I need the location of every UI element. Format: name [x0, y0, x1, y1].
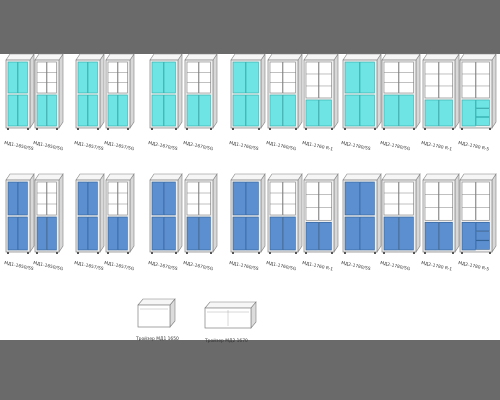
- cabinet-2-10: [342, 173, 382, 254]
- cabinet-label-1-1: МД1-1650/SS: [4, 140, 35, 152]
- cabinet-2-4: [105, 173, 135, 254]
- cabinet-1-1: [5, 53, 35, 130]
- cabinet-label-1-9: МД1-1760 R-1: [302, 140, 334, 152]
- cabinet-2-11: [381, 173, 421, 254]
- cabinet-1-11: [381, 53, 421, 130]
- chest-1: [137, 298, 176, 328]
- cabinet-label-1-11: МД2-1780/SG: [380, 140, 412, 152]
- cabinet-label-1-2: МД1-1650/SG: [33, 140, 65, 152]
- cabinet-2-1: [5, 173, 35, 254]
- chest-2: [204, 301, 257, 329]
- cabinet-label-2-10: МД2-1780/SS: [341, 260, 372, 272]
- chest-label-1: Тройзер МД1 1650: [135, 335, 179, 342]
- cabinet-1-8: [267, 53, 303, 130]
- cabinet-label-1-7: МД1-1760/SS: [229, 140, 260, 152]
- cabinet-label-2-3: МД1-1657/SS: [74, 260, 105, 272]
- cabinet-label-1-8: МД1-1760/SG: [266, 140, 298, 152]
- cabinet-label-2-5: МД2-1670/SS: [148, 260, 179, 272]
- cabinet-label-1-4: МД1-1657/SG: [104, 140, 136, 152]
- cabinet-2-13: [459, 173, 497, 254]
- cabinet-label-1-5: МД2-1670/SS: [148, 140, 179, 152]
- cabinet-1-5: [149, 53, 183, 130]
- cabinet-1-4: [105, 53, 135, 130]
- cabinet-label-2-11: МД2-1780/SG: [380, 260, 412, 272]
- cabinet-1-10: [342, 53, 382, 130]
- bottom-gray-band: [0, 340, 500, 400]
- cabinet-2-12: [422, 173, 460, 254]
- cabinet-label-1-13: МД2-1780 R-5: [458, 140, 490, 152]
- cabinet-1-7: [230, 53, 266, 130]
- cabinet-label-2-6: МД2-1670/SG: [183, 260, 215, 272]
- cabinet-1-3: [75, 53, 105, 130]
- cabinet-2-7: [230, 173, 266, 254]
- cabinet-label-2-7: МД1-1760/SS: [229, 260, 260, 272]
- cabinet-label-1-12: МД2-1780 R-1: [421, 140, 453, 152]
- cabinet-label-2-12: МД2-1780 R-1: [421, 260, 453, 272]
- cabinet-2-8: [267, 173, 303, 254]
- cabinet-label-2-2: МД1-1650/SG: [33, 260, 65, 272]
- cabinet-label-2-4: МД1-1657/SG: [104, 260, 136, 272]
- cabinet-1-6: [184, 53, 218, 130]
- cabinet-label-1-3: МД1-1657/SS: [74, 140, 105, 152]
- cabinet-label-2-13: МД2-1780 R-5: [458, 260, 490, 272]
- cabinet-2-5: [149, 173, 183, 254]
- cabinet-label-2-9: МД1-1760 R-1: [302, 260, 334, 272]
- cabinet-2-6: [184, 173, 218, 254]
- cabinet-1-13: [459, 53, 497, 130]
- cabinet-1-9: [303, 53, 339, 130]
- chest-label-2: Тройзер МД2 1670: [204, 337, 248, 344]
- cabinet-label-1-10: МД2-1780/SS: [341, 140, 372, 152]
- cabinet-1-12: [422, 53, 460, 130]
- cabinet-2-9: [303, 173, 339, 254]
- cabinet-label-2-1: МД1-1650/SS: [4, 260, 35, 272]
- cabinet-1-2: [34, 53, 64, 130]
- top-gray-band: [0, 0, 500, 54]
- cabinet-2-3: [75, 173, 105, 254]
- cabinet-label-2-8: МД1-1760/SG: [266, 260, 298, 272]
- cabinet-2-2: [34, 173, 64, 254]
- cabinet-label-1-6: МД2-1670/SG: [183, 140, 215, 152]
